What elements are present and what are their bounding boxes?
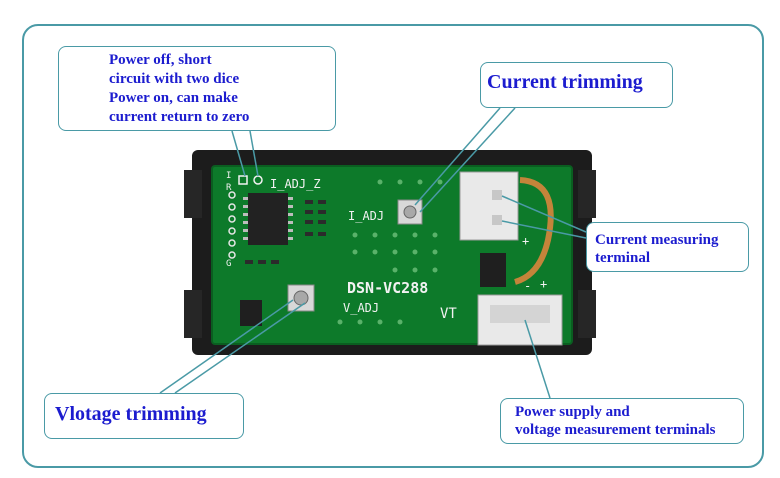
label-i-adj-z: I_ADJ_Z xyxy=(270,177,321,191)
housing-clip-right-top xyxy=(578,170,596,218)
housing-clip-left-top xyxy=(184,170,202,218)
label-pin-r: R xyxy=(226,183,232,193)
transistor-left xyxy=(240,300,262,326)
smd-components xyxy=(245,200,326,264)
current-connector xyxy=(459,171,519,241)
housing-clip-right-bottom xyxy=(578,290,596,338)
callout-current-terminal: Current measuring terminal xyxy=(586,222,749,272)
current-connector-pin-1 xyxy=(492,190,502,200)
main-chip-pins xyxy=(243,197,293,240)
callout-power-supply-line-1: Power supply and xyxy=(515,404,630,420)
voltage-trim-pot-screw xyxy=(293,290,309,306)
callout-voltage-trimming-text: Vlotage trimming xyxy=(55,403,207,425)
callout-voltage-trimming: Vlotage trimming xyxy=(44,393,244,439)
main-chip xyxy=(248,193,288,245)
via-grid xyxy=(337,179,443,325)
pcb-shade xyxy=(211,165,573,345)
regulator-right xyxy=(480,253,506,287)
power-connector-slot xyxy=(490,305,550,323)
callout-current-terminal-line-1: Current measuring xyxy=(595,232,719,248)
callout-power-note-line-1: Power off, short xyxy=(109,52,212,68)
callout-power-note-line-3: Power on, can make xyxy=(109,90,238,106)
callout-power-supply: Power supply and voltage measurement ter… xyxy=(500,398,744,444)
leader-lines xyxy=(159,107,587,399)
callout-power-supply-line-2: voltage measurement terminals xyxy=(515,422,716,438)
label-current-plus: + xyxy=(522,234,529,248)
label-pin-g: G xyxy=(226,259,231,269)
label-i-adj: I_ADJ xyxy=(348,209,384,223)
label-model: DSN-VC288 xyxy=(347,279,428,297)
label-v-adj: V_ADJ xyxy=(343,301,379,315)
callout-power-note-line-4: current return to zero xyxy=(109,109,250,125)
label-power-plus: + xyxy=(540,277,547,291)
callout-current-trimming: Current trimming xyxy=(480,62,673,108)
housing-clip-left-bottom xyxy=(184,290,202,338)
callout-power-note: Power off, short circuit with two dice P… xyxy=(58,46,336,131)
label-vt: VT xyxy=(440,306,457,322)
callout-current-trimming-text: Current trimming xyxy=(487,71,643,93)
label-current-minus: - xyxy=(524,279,531,293)
jumper-pad-square xyxy=(238,175,248,185)
callout-current-terminal-line-2: terminal xyxy=(595,250,650,266)
diagram-frame xyxy=(22,24,764,468)
current-trim-pot-screw xyxy=(403,205,417,219)
callout-power-note-line-2: circuit with two dice xyxy=(109,71,240,87)
current-connector-pin-2 xyxy=(492,215,502,225)
label-pin-i: I xyxy=(226,171,231,181)
current-shunt-wire xyxy=(514,177,554,285)
left-header-pins xyxy=(228,191,236,259)
